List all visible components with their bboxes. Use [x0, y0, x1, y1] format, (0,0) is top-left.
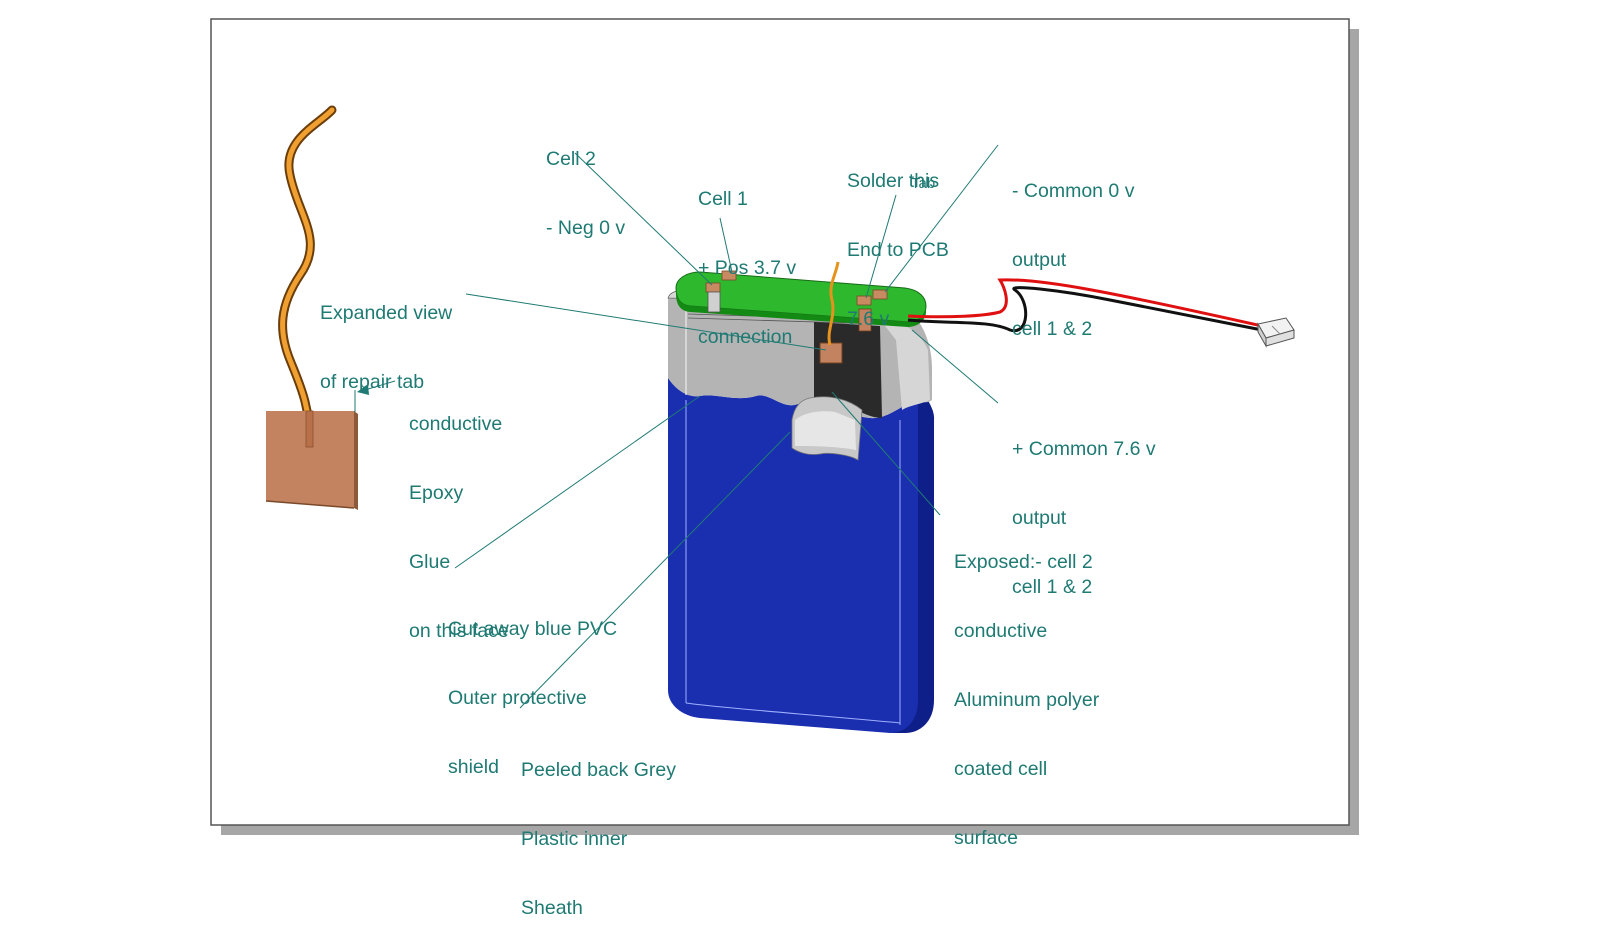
label-cell1-line2: + Pos 3.7 v [698, 257, 797, 279]
diagram-canvas: Cell 2 - Neg 0 v Cell 1 + Pos 3.7 v conn… [210, 18, 1359, 919]
grey-sheath-right-curve [882, 321, 930, 410]
leader-expanded [465, 293, 827, 351]
repair-tab-on-cell [819, 342, 843, 364]
label-cell2: Cell 2 - Neg 0 v [546, 102, 625, 263]
output-wire-black [907, 286, 1263, 333]
label-cell2-line2: - Neg 0 v [546, 217, 626, 239]
pvc-shield-side [892, 385, 935, 733]
label-exposed: Exposed:- cell 2 conductive Aluminum pol… [954, 505, 1099, 873]
pvc-bottom-edge [685, 702, 901, 724]
label-common0-line1: - Common 0 v [1012, 180, 1135, 202]
label-common76-line3: cell 1 & 2 [1012, 576, 1093, 598]
label-common76: + Common 7.6 v output cell 1 & 2 [1012, 392, 1156, 622]
label-solder-line3: 7.6 v [847, 308, 890, 330]
leader-cell2 [574, 152, 713, 286]
leader-common76 [911, 329, 999, 404]
pcb-pad-solder [856, 295, 872, 306]
label-common0-line3: cell 1 & 2 [1012, 318, 1093, 340]
label-tab: Tab [911, 175, 936, 192]
label-common76-line1: + Common 7.6 v [1012, 438, 1156, 460]
label-solder: Solder this End to PCB 7.6 v [847, 124, 949, 354]
label-cell2-line1: Cell 2 [546, 148, 596, 170]
connector-plug-icon [1257, 317, 1295, 348]
label-expanded-line1: Expanded view [320, 302, 453, 324]
diagram-svg [210, 18, 1359, 835]
leader-cutaway [454, 395, 701, 569]
label-peeled: Peeled back Grey Plastic inner Sheath [521, 713, 676, 943]
label-solder-line2: End to PCB [847, 239, 949, 261]
repair-tab-edge [265, 500, 355, 509]
label-cell1: Cell 1 + Pos 3.7 v connection [698, 142, 796, 372]
label-cell1-line3: connection [698, 326, 793, 348]
output-wire-red [907, 278, 1263, 328]
label-cutaway-line1: Cut away blue PVC [448, 618, 618, 640]
label-epoxy-line1: conductive [409, 413, 503, 435]
label-solder-line1: Solder this [847, 170, 940, 192]
label-exposed-line4: coated cell [954, 758, 1048, 780]
pcb-pad-cell1 [721, 270, 737, 281]
leader-solder [865, 194, 897, 299]
label-peeled-line2: Plastic inner [521, 828, 628, 850]
pcb-board-edge [676, 288, 926, 327]
repair-tab-wire-highlight [280, 107, 335, 448]
label-peeled-line1: Peeled back Grey [521, 759, 677, 781]
repair-tab-plate [266, 411, 354, 508]
label-exposed-line5: surface [954, 827, 1018, 849]
label-common0: - Common 0 v output cell 1 & 2 [1012, 134, 1134, 364]
battery-pack-illustration [667, 261, 1295, 733]
label-exposed-line1: Exposed:- cell 2 [954, 551, 1093, 573]
label-exposed-line2: conductive [954, 620, 1048, 642]
label-epoxy-line4: on this face [409, 620, 509, 642]
leader-peeled [519, 431, 791, 709]
peeled-sheath-shade [795, 411, 856, 450]
leader-lines [354, 144, 999, 709]
label-expanded-line2: of repair tab [320, 371, 425, 393]
label-cutaway: Cut away blue PVC Outer protective shiel… [448, 572, 617, 802]
label-expanded: Expanded view of repair tab [320, 256, 452, 417]
repair-tab-plate-side [354, 411, 358, 510]
leader-exposed [831, 391, 941, 516]
label-cutaway-line3: shield [448, 756, 499, 778]
pcb-pad-common0 [872, 289, 888, 300]
label-common0-line2: output [1012, 249, 1067, 271]
repair-tab-illustration [265, 105, 358, 510]
label-epoxy-line2: Epoxy [409, 482, 464, 504]
label-epoxy: conductive Epoxy Glue on this face [409, 367, 509, 666]
leader-epoxy-arrowhead [357, 384, 369, 395]
repair-tab-solder-strip [305, 410, 314, 448]
cell-tab-left [707, 291, 721, 313]
label-exposed-line3: Aluminum polyer [954, 689, 1100, 711]
repair-wire-on-cell [827, 261, 840, 346]
label-cell1-line1: Cell 1 [698, 188, 748, 210]
cell-tab-right [858, 308, 872, 332]
pvc-shield [668, 378, 918, 733]
label-epoxy-line3: Glue [409, 551, 451, 573]
leader-common0 [884, 144, 999, 293]
label-cutaway-line2: Outer protective [448, 687, 587, 709]
leader-cell1 [719, 217, 733, 273]
label-common76-line2: output [1012, 507, 1067, 529]
label-peeled-line3: Sheath [521, 897, 583, 919]
